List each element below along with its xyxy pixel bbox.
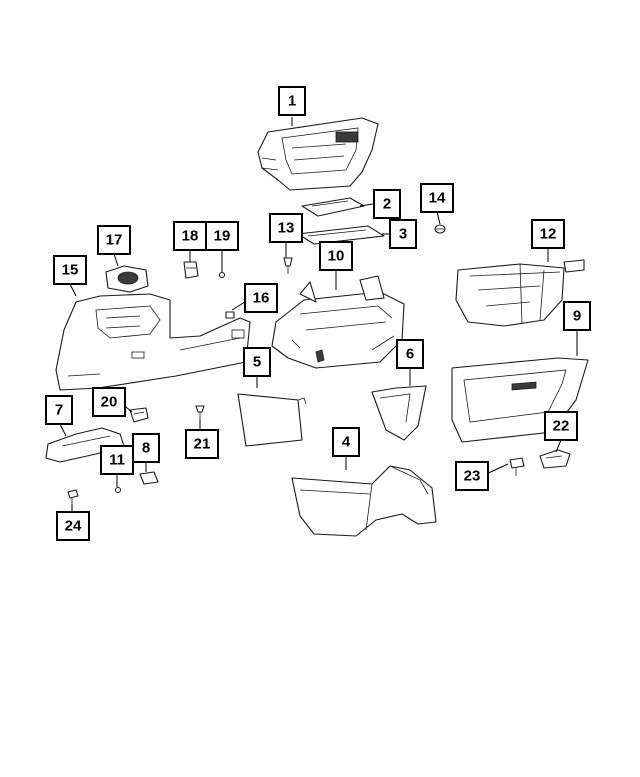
part-3-tray — [297, 225, 385, 245]
svg-text:19: 19 — [214, 228, 231, 245]
svg-text:13: 13 — [278, 220, 295, 237]
svg-text:8: 8 — [142, 440, 150, 457]
callout-17: 17 — [97, 225, 131, 255]
svg-text:6: 6 — [406, 346, 414, 363]
svg-text:12: 12 — [540, 226, 557, 243]
svg-text:5: 5 — [253, 354, 261, 371]
callout-1: 1 — [278, 86, 306, 116]
callout-14: 14 — [420, 183, 454, 213]
callout-24: 24 — [56, 511, 90, 541]
part-17-switch — [105, 265, 149, 293]
svg-text:7: 7 — [55, 402, 63, 419]
svg-text:10: 10 — [328, 248, 345, 265]
svg-text:14: 14 — [429, 190, 446, 207]
callout-20: 20 — [92, 387, 126, 417]
part-24-pushpin — [67, 489, 79, 504]
svg-text:18: 18 — [182, 228, 199, 245]
svg-text:4: 4 — [342, 434, 351, 451]
callout-3: 3 — [389, 219, 417, 249]
part-14-clip — [434, 224, 446, 234]
callout-21: 21 — [185, 429, 219, 459]
svg-text:1: 1 — [288, 93, 296, 110]
part-6-bracket — [371, 385, 427, 441]
svg-text:16: 16 — [253, 290, 270, 307]
svg-text:9: 9 — [573, 308, 581, 325]
callout-10: 10 — [319, 241, 353, 271]
svg-text:2: 2 — [383, 196, 391, 213]
svg-text:24: 24 — [65, 518, 82, 535]
part-15-trim-panel — [55, 293, 251, 391]
svg-text:17: 17 — [106, 232, 123, 249]
part-19-pin — [218, 271, 226, 279]
part-12-bracket — [455, 259, 585, 327]
part-4-lower-console — [291, 465, 437, 537]
part-21-screw — [195, 405, 205, 420]
part-1-bezel — [257, 117, 379, 191]
part-2-panel — [301, 197, 365, 217]
svg-text:11: 11 — [109, 452, 125, 469]
callout-12: 12 — [531, 219, 565, 249]
callout-13: 13 — [269, 213, 303, 243]
callout-9: 9 — [563, 301, 591, 331]
svg-text:20: 20 — [101, 394, 118, 411]
callout-22: 22 — [544, 411, 578, 441]
svg-text:15: 15 — [62, 262, 79, 279]
part-16-clip — [225, 311, 235, 319]
callout-4: 4 — [332, 427, 360, 457]
callout-11: 11 — [100, 445, 134, 475]
svg-text:23: 23 — [464, 468, 481, 485]
part-13-screw — [283, 257, 293, 274]
callout-18: 18 — [173, 221, 207, 251]
callout-5: 5 — [243, 347, 271, 377]
callout-23: 23 — [455, 461, 489, 491]
callout-15: 15 — [53, 255, 87, 285]
part-20-clip — [129, 407, 149, 423]
svg-text:3: 3 — [399, 226, 407, 243]
part-23-pushpin — [509, 457, 525, 476]
part-8-clip — [139, 471, 159, 485]
callout-19: 19 — [205, 221, 239, 251]
callout-8: 8 — [132, 433, 160, 463]
callout-2: 2 — [373, 189, 401, 219]
part-18-clip — [183, 261, 199, 279]
callout-7: 7 — [45, 395, 73, 425]
svg-text:21: 21 — [194, 436, 211, 453]
part-10-center-bin — [271, 275, 405, 369]
svg-text:22: 22 — [553, 418, 570, 435]
callout-16: 16 — [244, 283, 278, 313]
part-5-kick-panel — [237, 393, 307, 447]
callout-6: 6 — [396, 339, 424, 369]
part-11-pin — [114, 486, 122, 494]
part-22-latch — [539, 449, 571, 469]
